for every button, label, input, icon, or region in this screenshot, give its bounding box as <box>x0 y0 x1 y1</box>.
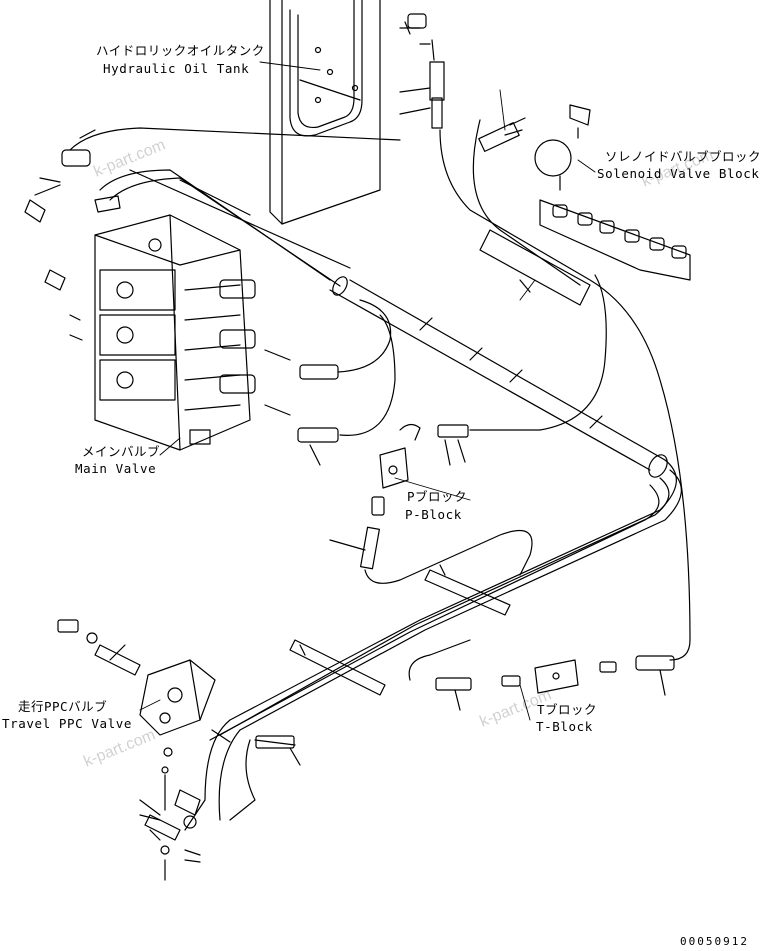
t-block-label-en: T-Block <box>536 719 593 734</box>
hose-clamps <box>289 564 511 696</box>
leader-lines <box>139 61 596 721</box>
cross-pipe <box>329 276 668 478</box>
travel-ppc-valve <box>57 619 216 736</box>
right-loop-hoses <box>439 119 691 661</box>
p-block-label-jp: Pブロック <box>407 489 468 504</box>
ppc-lower-fittings <box>139 729 301 881</box>
solenoid-label-en: Solenoid Valve Block <box>597 166 760 181</box>
t-block-label-jp: Tブロック <box>537 702 598 717</box>
main-valve-outlet-fittings <box>264 299 396 466</box>
solenoid-label-jp: ソレノイドバルブブロック <box>605 149 762 164</box>
travel-ppc-label-jp: 走行PPCバルブ <box>18 699 108 714</box>
hose-bundle-lower <box>184 459 682 831</box>
hydraulic-oil-tank <box>269 0 381 225</box>
tank-fittings <box>399 13 445 129</box>
solenoid-valve-block <box>478 104 691 281</box>
drawing-code: 00050912 <box>680 935 749 948</box>
oil-tank-label-jp: ハイドロリックオイルタンク <box>96 43 265 58</box>
main-valve-label-jp: メインバルブ <box>82 444 161 459</box>
main-valve-label-en: Main Valve <box>75 461 157 476</box>
travel-ppc-label-en: Travel PPC Valve <box>2 716 133 731</box>
t-block <box>408 639 675 711</box>
hose-bundle-upper <box>69 127 401 287</box>
main-valve <box>94 214 256 451</box>
oil-tank-label-en: Hydraulic Oil Tank <box>103 61 250 76</box>
bracket-plate <box>479 229 591 306</box>
p-block <box>329 423 533 584</box>
p-block-label-en: P-Block <box>405 507 462 522</box>
main-valve-left-fittings <box>24 129 121 341</box>
